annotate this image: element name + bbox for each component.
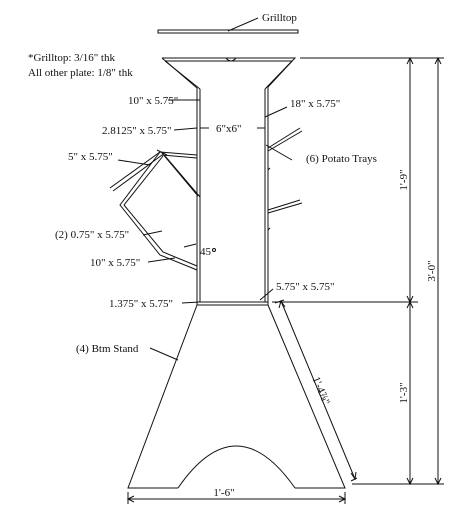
note-grilltop-thickness: *Grilltop: 3/16" thk: [28, 52, 115, 64]
label-plate-075x575: (2) 0.75" x 5.75": [55, 229, 129, 241]
label-plate-10x575-lower: 10" x 5.75": [90, 257, 140, 269]
label-plate-28125x575: 2.8125" x 5.75": [102, 125, 171, 137]
label-angle-45: 45: [200, 246, 212, 258]
dimension-heights: 1'-9" 1'-3" 3'-0": [272, 56, 444, 486]
label-dim-upper: 1'-9": [398, 169, 410, 190]
dimension-width: 1'-6": [126, 487, 347, 504]
label-potato-trays: (6) Potato Trays: [306, 153, 377, 165]
bottom-stand: [127, 304, 346, 489]
potato-trays: [267, 127, 303, 231]
note-plate-thickness: All other plate: 1/8" thk: [28, 67, 133, 79]
label-plate-1375x575: 1.375" x 5.75": [109, 298, 173, 310]
main-column: [196, 88, 269, 306]
grilltop-plate: Grilltop: [157, 12, 299, 34]
top-funnel: [161, 57, 297, 90]
left-chute: [109, 149, 201, 271]
grilltop-label: Grilltop: [262, 12, 297, 24]
label-dim-width: 1'-6": [213, 487, 234, 499]
leader-lines: [117, 99, 293, 361]
label-dim-slant: 1'-4⅞": [310, 375, 332, 407]
label-btm-stand: (4) Btm Stand: [76, 343, 139, 355]
label-dim-lower: 1'-3": [398, 382, 410, 403]
label-dim-total: 3'-0": [426, 260, 438, 281]
label-plate-575x575: 5.75" x 5.75": [276, 281, 334, 293]
label-plate-18x575: 18" x 5.75": [290, 98, 340, 110]
degree-symbol: [212, 248, 216, 252]
label-plate-10x575-top: 10" x 5.75": [128, 95, 178, 107]
label-plate-5x575: 5" x 5.75": [68, 151, 113, 163]
label-plate-6x6: 6"x6": [216, 123, 241, 135]
dimension-slant: 1'-4⅞": [274, 299, 358, 482]
